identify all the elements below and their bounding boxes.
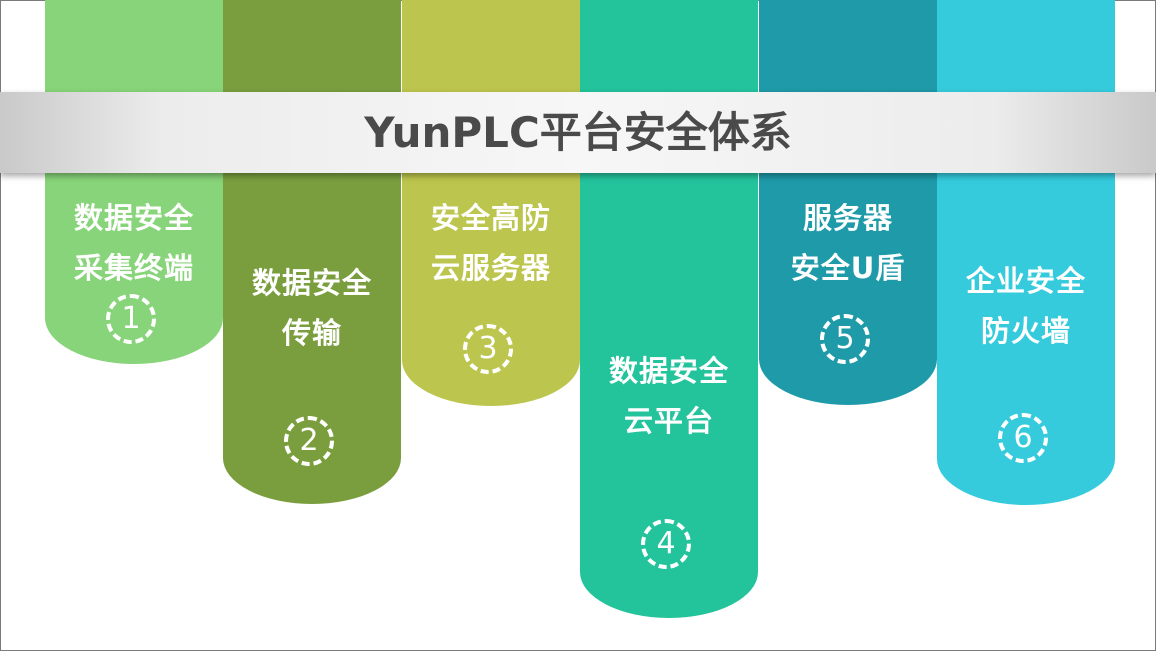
- column-5-line-1: 服务器: [802, 201, 893, 235]
- column-6-label: 企业安全 防火墙: [937, 256, 1115, 356]
- column-2-label: 数据安全 传输: [223, 258, 401, 358]
- column-1-label: 数据安全 采集终端: [45, 193, 223, 293]
- diagram-title: YunPLC平台安全体系: [364, 108, 792, 157]
- column-4-line-2: 云平台: [623, 404, 714, 438]
- column-2-number-badge: 2: [284, 416, 334, 466]
- column-1-line-1: 数据安全: [73, 201, 194, 235]
- column-3-number-badge: 3: [463, 324, 513, 374]
- column-2-line-1: 数据安全: [251, 266, 372, 300]
- column-4-line-1: 数据安全: [608, 354, 729, 388]
- column-1: 数据安全 采集终端 1: [45, 0, 223, 364]
- column-6-line-2: 防火墙: [980, 314, 1071, 348]
- column-5-label: 服务器 安全U盾: [759, 193, 937, 293]
- column-2-line-2: 传输: [281, 316, 342, 350]
- column-5-number-badge: 5: [820, 314, 870, 364]
- column-3-line-1: 安全高防: [430, 201, 551, 235]
- column-4-number-badge: 4: [641, 519, 691, 569]
- column-2: 数据安全 传输 2: [223, 0, 401, 504]
- column-6-line-1: 企业安全: [965, 264, 1086, 298]
- column-4-label: 数据安全 云平台: [580, 346, 758, 446]
- column-6-number-badge: 6: [998, 413, 1048, 463]
- column-5: 服务器 安全U盾 5: [759, 0, 937, 405]
- column-3-label: 安全高防 云服务器: [402, 193, 580, 293]
- column-1-line-2: 采集终端: [73, 251, 194, 285]
- column-5-line-2: 安全U盾: [790, 251, 906, 285]
- column-1-number-badge: 1: [106, 294, 156, 344]
- column-3-line-2: 云服务器: [430, 251, 551, 285]
- title-banner: YunPLC平台安全体系: [0, 92, 1156, 173]
- column-3: 安全高防 云服务器 3: [402, 0, 580, 406]
- column-6: 企业安全 防火墙 6: [937, 0, 1115, 505]
